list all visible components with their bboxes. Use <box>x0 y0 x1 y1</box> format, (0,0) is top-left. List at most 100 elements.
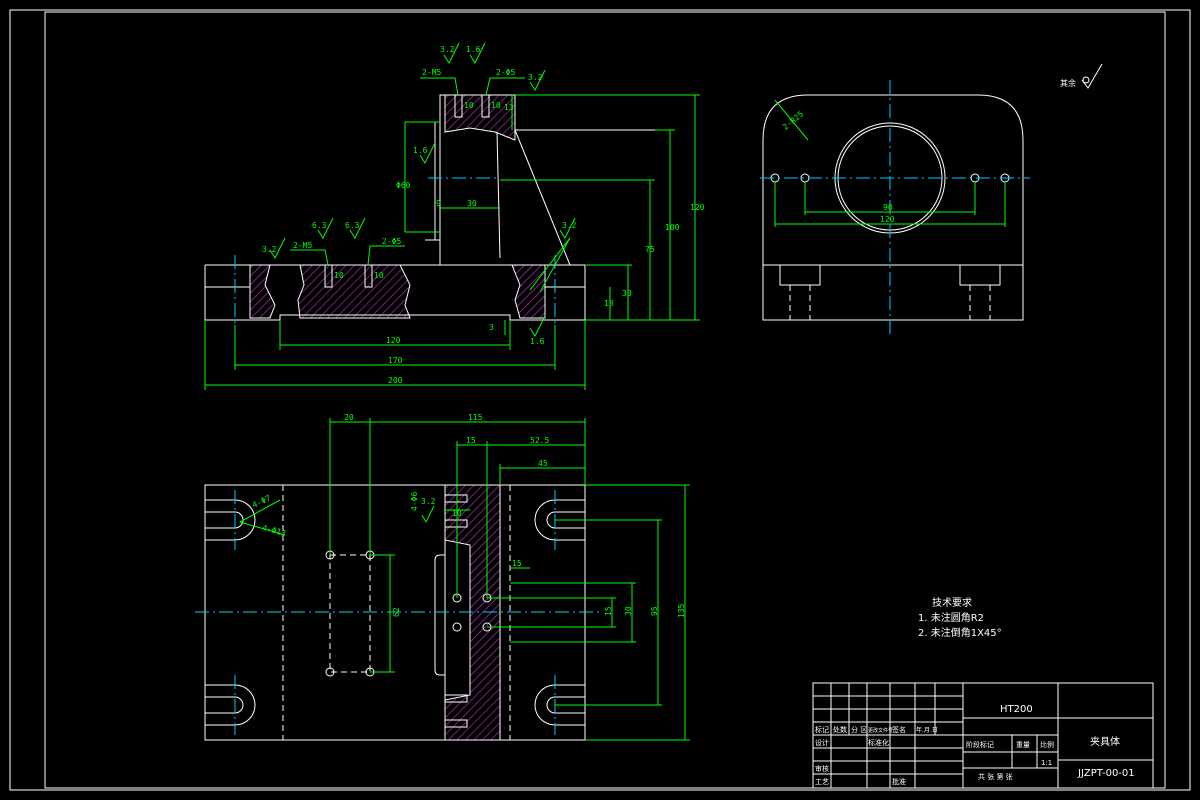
front-view: 2-M5 2-Φ5 13 2-M5 2-Φ5 Φ60 30 9 120 170 … <box>204 42 705 390</box>
roughness-value: 6.3 <box>312 221 327 230</box>
leader-phi5-low <box>367 245 405 266</box>
dim-3: 3 <box>489 323 494 332</box>
roughness-value: 3.2 <box>440 45 455 54</box>
dim-2-phi5-low: 2-Φ5 <box>382 237 401 246</box>
tb-ratio: 比例 <box>1040 740 1054 749</box>
roughness-symbol <box>421 505 435 524</box>
tb-process: 工艺 <box>815 778 829 786</box>
u-slot <box>205 499 256 541</box>
dim-13: 13 <box>504 103 514 112</box>
roughness-symbol <box>419 142 436 165</box>
drawing-number: JJZPT-00-01 <box>1077 768 1135 779</box>
hole-top-2 <box>481 94 490 118</box>
roughness-value: 6.3 <box>345 221 360 230</box>
leader-phi5-top <box>485 77 525 96</box>
tb-count: 处数 <box>833 725 847 734</box>
u-slot-inner <box>205 696 244 714</box>
roughness-value: 3.2 <box>528 73 543 82</box>
roughness-symbol <box>529 315 546 338</box>
dim-120: 120 <box>386 336 401 345</box>
dim-200: 200 <box>388 376 403 385</box>
part-name: 夹具体 <box>1090 735 1120 748</box>
tech-line-2: 2. 未注倒角1X45° <box>918 626 1002 639</box>
roughness-symbol <box>317 217 334 240</box>
dim-135: 135 <box>677 603 686 618</box>
tb-standard: 标准化 <box>868 738 889 747</box>
dim-120-height: 120 <box>690 203 705 212</box>
tb-weight: 重量 <box>1016 741 1030 749</box>
dim-2-m5-top: 2-M5 <box>422 68 441 77</box>
inner-border <box>44 11 1166 789</box>
dim-20: 20 <box>344 413 354 422</box>
leader-r25 <box>774 99 809 141</box>
roughness-value: 3.2 <box>421 497 436 506</box>
roughness-symbol <box>349 217 366 240</box>
dim-15: 15 <box>466 436 476 445</box>
tb-sheet: 共 张 第 张 <box>978 772 1013 781</box>
dim-2-m5-low: 2-M5 <box>293 241 312 250</box>
hole-base-1 <box>324 264 333 288</box>
bore-edge <box>434 560 445 676</box>
tb-signature: 签名 <box>892 725 906 734</box>
leader-m5-top <box>420 77 459 96</box>
dim-10: 10 <box>464 101 474 110</box>
roughness-value: 1.6 <box>413 146 428 155</box>
u-slot <box>534 499 585 541</box>
dim-120: 120 <box>880 215 895 224</box>
dim-15-height: 15 <box>604 606 613 616</box>
dim-18: 18 <box>604 299 614 308</box>
hole-pattern <box>329 554 371 673</box>
dim-30: 30 <box>624 606 633 616</box>
u-slot-inner <box>546 696 585 714</box>
side-view: 90 120 2-R25 <box>760 80 1030 335</box>
tech-requirements: 技术要求 1. 未注圆角R2 2. 未注倒角1X45° <box>918 596 1002 639</box>
hatch-left <box>249 264 276 319</box>
roughness-value: 3.2 <box>262 245 277 254</box>
u-slot-inner <box>546 511 585 529</box>
tb-design: 设计 <box>815 738 829 747</box>
side-outline <box>762 94 1024 266</box>
hole <box>452 622 462 632</box>
dim-100: 100 <box>665 223 680 232</box>
tb-date: 年.月.日 <box>916 726 938 734</box>
scale: 1:1 <box>1041 759 1052 767</box>
dim-9: 9 <box>436 199 441 208</box>
dim-115: 115 <box>468 413 483 422</box>
u-slot <box>205 684 256 726</box>
tb-change-doc: 更改文件号 <box>868 727 893 734</box>
roughness-value: 1.6 <box>466 45 481 54</box>
side-base <box>762 264 1024 321</box>
leader <box>539 237 571 293</box>
top-view: 20 115 15 52.5 45 4-Φ6 10 15 4-Φ7 4-Φ13 … <box>195 413 690 741</box>
dim-30: 30 <box>467 199 477 208</box>
roughness-symbol <box>1081 63 1103 89</box>
dim-10: 10 <box>452 509 462 518</box>
hole <box>325 667 335 677</box>
roughness-value: 1.6 <box>530 337 545 346</box>
roughness-symbol <box>443 42 460 65</box>
hatch-middle <box>297 264 411 319</box>
tech-line-1: 1. 未注圆角R2 <box>918 611 984 624</box>
dim-10: 10 <box>491 101 501 110</box>
tb-approve: 批准 <box>892 777 906 786</box>
tb-check: 审核 <box>815 764 829 773</box>
dim-15: 15 <box>512 559 522 568</box>
dim-95: 95 <box>650 606 659 616</box>
hole-top-1 <box>454 94 463 118</box>
roughness-note: 其余 <box>1060 78 1076 88</box>
dim-10: 10 <box>374 271 384 280</box>
side-hole <box>444 694 468 703</box>
dim-10: 10 <box>334 271 344 280</box>
foot-pocket <box>959 264 1001 286</box>
roughness-symbol <box>529 69 546 92</box>
roughness-symbol <box>559 217 576 240</box>
u-slot-inner <box>205 511 244 529</box>
dim-62: 62 <box>392 607 401 617</box>
dim-4-phi6: 4-Φ6 <box>410 492 419 511</box>
u-slot <box>534 684 585 726</box>
roughness-symbol <box>269 237 286 260</box>
outer-border <box>9 9 1191 791</box>
dim-170: 170 <box>388 356 403 365</box>
front-outline <box>204 94 655 321</box>
